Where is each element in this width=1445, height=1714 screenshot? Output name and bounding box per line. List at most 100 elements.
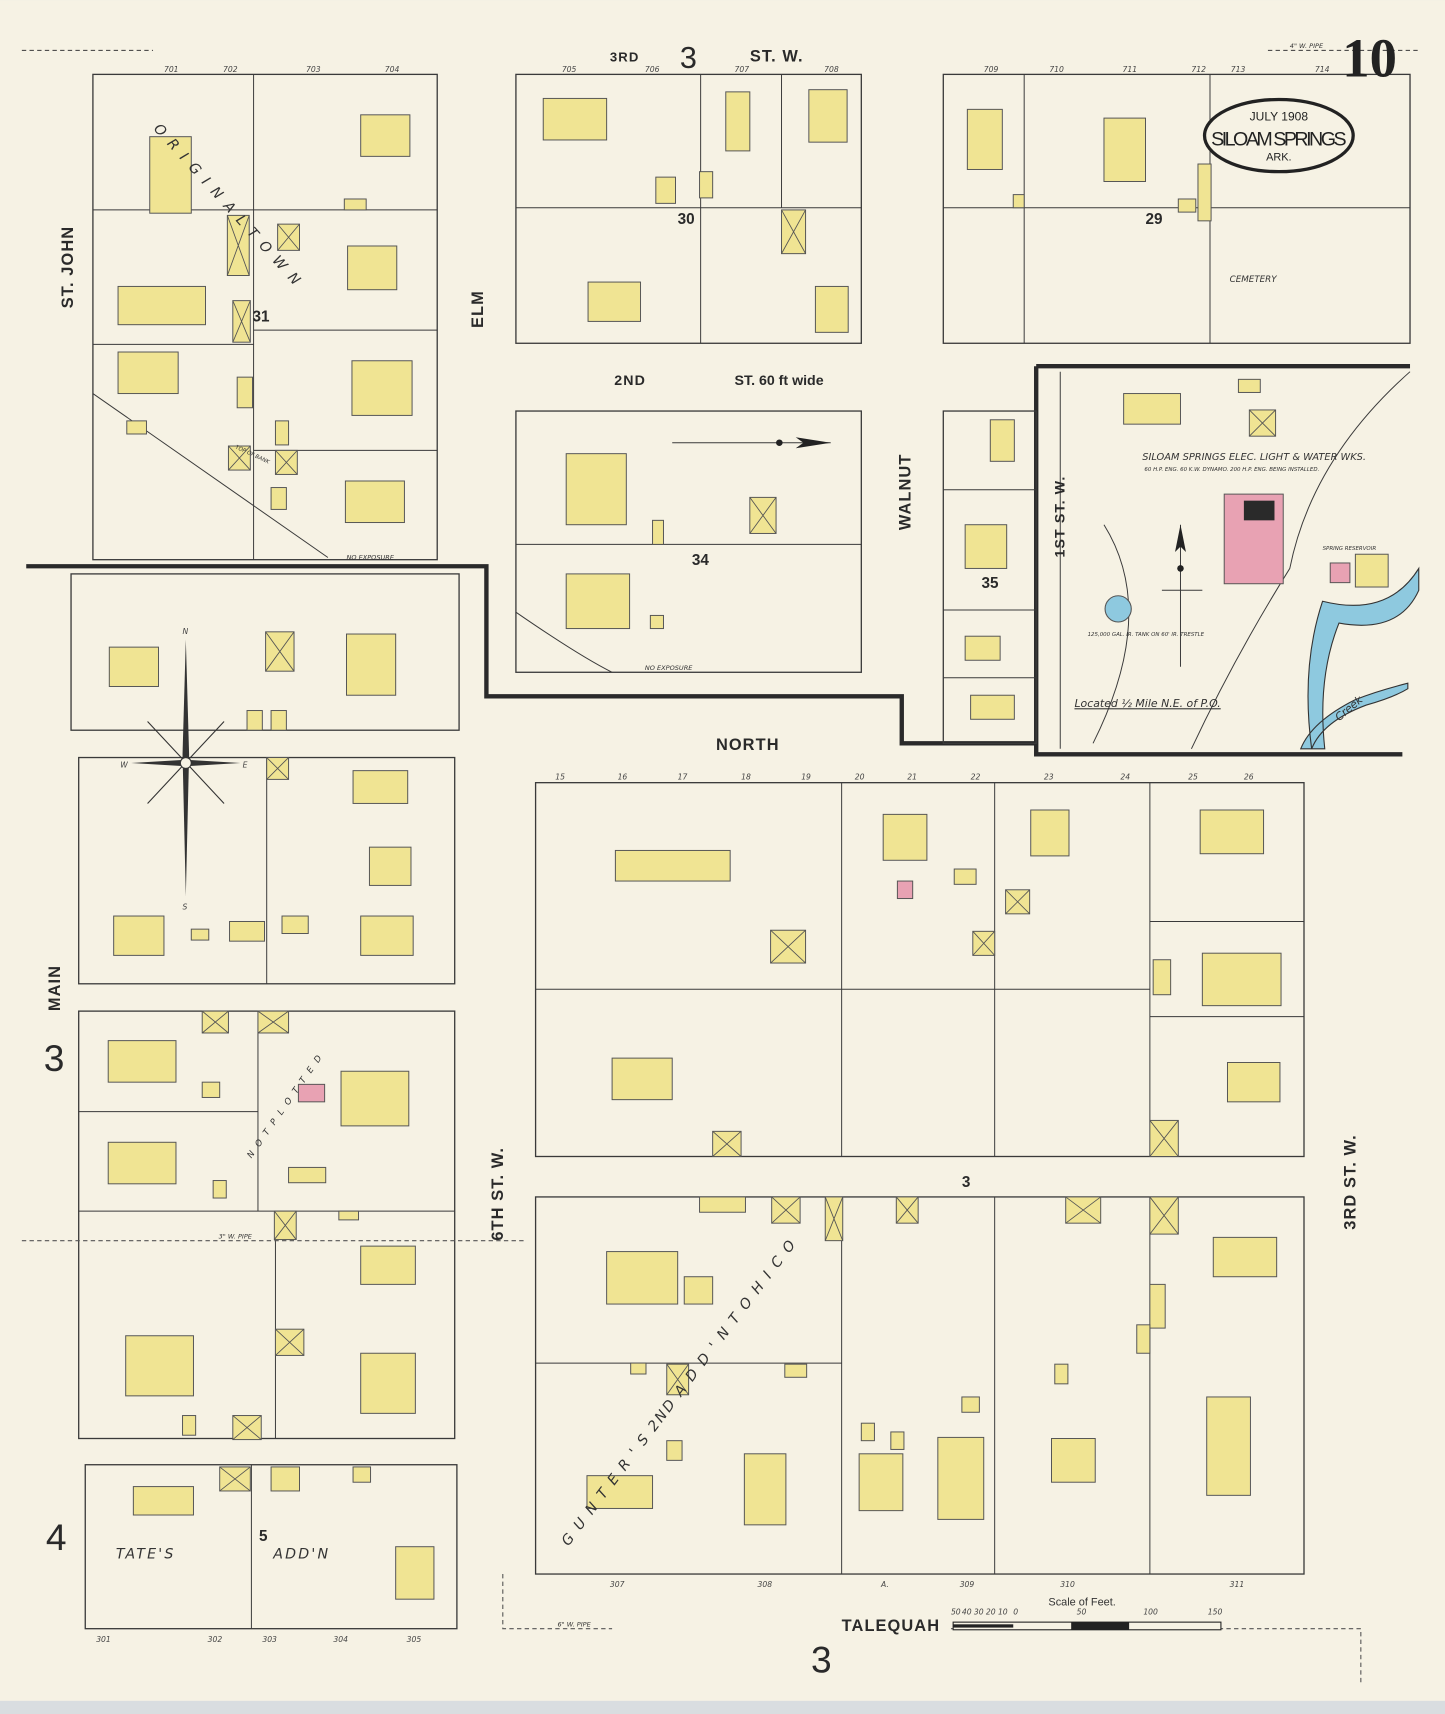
street-6th-w: 6TH ST. W. [489,1147,507,1241]
svg-text:714: 714 [1315,65,1330,74]
svg-text:A.: A. [880,1580,889,1589]
svg-text:708: 708 [824,65,839,74]
street-2nd-suffix: ST. 60 ft wide [735,373,824,389]
street-3rd-prefix: 3RD [610,49,640,64]
svg-text:17: 17 [678,772,688,781]
svg-text:712: 712 [1191,65,1206,74]
tank-label: 125,000 GAL. IR. TANK ON 60' IR. TRESTLE [1088,632,1205,638]
no-exposure-note: NO EXPOSURE [346,554,394,562]
compass-e: E [243,760,248,769]
title-cartouche: JULY 1908 SILOAM SPRINGS ARK. [1202,97,1355,174]
svg-text:704: 704 [385,65,400,74]
svg-text:705: 705 [562,65,577,74]
svg-text:18: 18 [741,772,751,781]
pipe-label: 6" W. PIPE [557,1621,591,1629]
left-number-4: 4 [46,1516,67,1558]
compass-w: W [120,760,128,769]
svg-text:302: 302 [208,1635,223,1644]
compass-n: N [183,627,189,636]
cemetery-label: CEMETERY [1230,275,1278,285]
svg-text:19: 19 [801,772,811,781]
svg-text:706: 706 [645,65,660,74]
svg-text:23: 23 [1044,772,1054,781]
no-exposure-note: NO EXPOSURE [645,664,693,672]
svg-text:15: 15 [555,772,565,781]
block-number: 34 [692,552,710,569]
svg-text:50: 50 [951,1607,961,1616]
spring-label: SPRING RESERVOIR [1323,546,1377,552]
svg-text:703: 703 [306,65,321,74]
street-3rd-suffix: ST. W. [750,47,804,65]
street-1st-w: 1ST ST. W. [1053,476,1069,558]
svg-text:20: 20 [986,1607,996,1616]
svg-text:709: 709 [984,65,999,74]
title-city: SILOAM SPRINGS [1211,128,1347,150]
svg-text:713: 713 [1231,65,1246,74]
svg-text:25: 25 [1188,772,1198,781]
water-tank [1104,595,1132,623]
block-number: 29 [1146,211,1163,228]
street-talequah: TALEQUAH [842,1617,941,1635]
plant-detail: 60 H.P. ENG. 60 K.W. DYNAMO. 200 H.P. EN… [1144,467,1319,473]
svg-text:310: 310 [1060,1580,1075,1589]
house-numbers: 701 702 703 704 705 706 707 708 709 710 … [96,65,1329,1644]
svg-text:40: 40 [962,1607,972,1616]
main-st-number: 3 [44,1037,65,1079]
scale-title: Scale of Feet. [1048,1597,1115,1609]
talequah-number: 3 [811,1638,832,1680]
svg-text:16: 16 [618,772,628,781]
svg-text:20: 20 [855,772,865,781]
svg-text:21: 21 [907,772,917,781]
scale-bar: Scale of Feet. 50 40 30 20 10 0 50 100 1… [951,1597,1223,1631]
svg-text:307: 307 [610,1580,625,1589]
svg-text:22: 22 [971,772,981,781]
svg-text:303: 303 [262,1635,277,1644]
svg-text:150: 150 [1208,1607,1223,1616]
street-st-john: ST. JOHN [59,226,77,308]
svg-text:305: 305 [407,1635,422,1644]
svg-text:50: 50 [1077,1607,1087,1616]
compass-s: S [183,902,188,911]
tates-label: TATE'S [116,1547,176,1563]
tates-addn-label: ADD'N [272,1547,330,1563]
block-number: 5 [259,1528,268,1545]
svg-text:309: 309 [960,1580,975,1589]
svg-text:301: 301 [96,1635,111,1644]
svg-text:24: 24 [1120,772,1130,781]
plant-name: SILOAM SPRINGS ELEC. LIGHT & WATER WKS. [1142,452,1366,463]
svg-text:100: 100 [1143,1607,1158,1616]
located-note: Located ½ Mile N.E. of P.O. [1074,697,1220,710]
svg-text:702: 702 [223,65,238,74]
title-date: JULY 1908 [1250,109,1309,123]
pipe-label: 3" W. PIPE [219,1232,253,1240]
creek-water [1299,566,1420,750]
block-outlines [21,73,1411,1684]
svg-text:308: 308 [757,1580,772,1589]
street-3rd-num: 3 [680,41,697,75]
svg-text:710: 710 [1049,65,1064,74]
sheet-boundary [26,564,1037,746]
svg-text:10: 10 [998,1607,1008,1616]
svg-text:26: 26 [1244,772,1254,781]
street-2nd: 2ND [614,373,646,389]
block-number: 35 [982,575,1000,592]
street-3rd-w: 3RD ST. W. [1341,1134,1359,1230]
svg-text:701: 701 [164,65,179,74]
svg-text:711: 711 [1123,65,1138,74]
svg-text:311: 311 [1230,1580,1245,1589]
sheet-number: 10 [1342,28,1397,89]
street-walnut: WALNUT [897,454,915,531]
svg-text:707: 707 [735,65,750,74]
title-state: ARK. [1266,152,1292,164]
north-arrow-icon [672,437,1203,667]
block-number: 30 [678,211,695,228]
street-elm: ELM [469,290,487,328]
street-main: MAIN [46,965,64,1011]
svg-text:304: 304 [333,1635,348,1644]
svg-text:30: 30 [974,1607,984,1616]
svg-text:0: 0 [1013,1607,1018,1616]
pipe-label: 4" W. PIPE [1290,42,1324,50]
street-north: NORTH [716,736,780,754]
block-number: 31 [252,308,270,325]
